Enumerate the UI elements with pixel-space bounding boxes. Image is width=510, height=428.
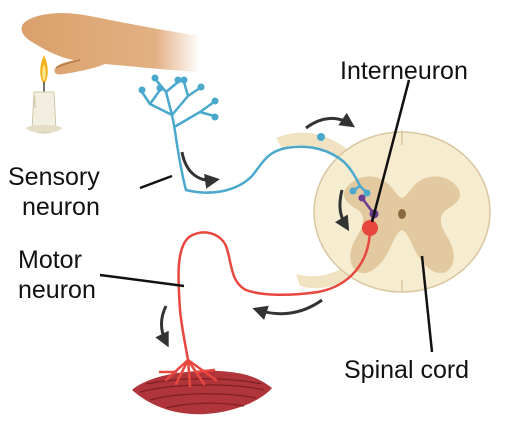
muscle-icon	[132, 371, 272, 414]
cord-entry-arrow	[306, 118, 350, 128]
motor-return-arrow	[258, 300, 322, 314]
sensory-flow-arrow	[182, 152, 214, 180]
motor-neuron-label-line2: neuron	[18, 276, 96, 305]
interneuron-label: Interneuron	[340, 57, 468, 86]
spinal-cord-label: Spinal cord	[344, 356, 469, 385]
spinal-cord-cross-section-icon	[276, 130, 490, 292]
hand-icon	[21, 13, 200, 74]
motor-neuron-label-line1: Motor	[18, 246, 82, 275]
sensory-neuron-label-line2: neuron	[22, 193, 100, 222]
motor-leader-line	[100, 275, 184, 286]
sensory-neuron-label-line1: Sensory	[8, 163, 100, 192]
motor-neuron-cell-body	[362, 220, 378, 236]
sensory-leader-line	[140, 176, 172, 188]
motor-descend-arrow	[162, 306, 167, 342]
